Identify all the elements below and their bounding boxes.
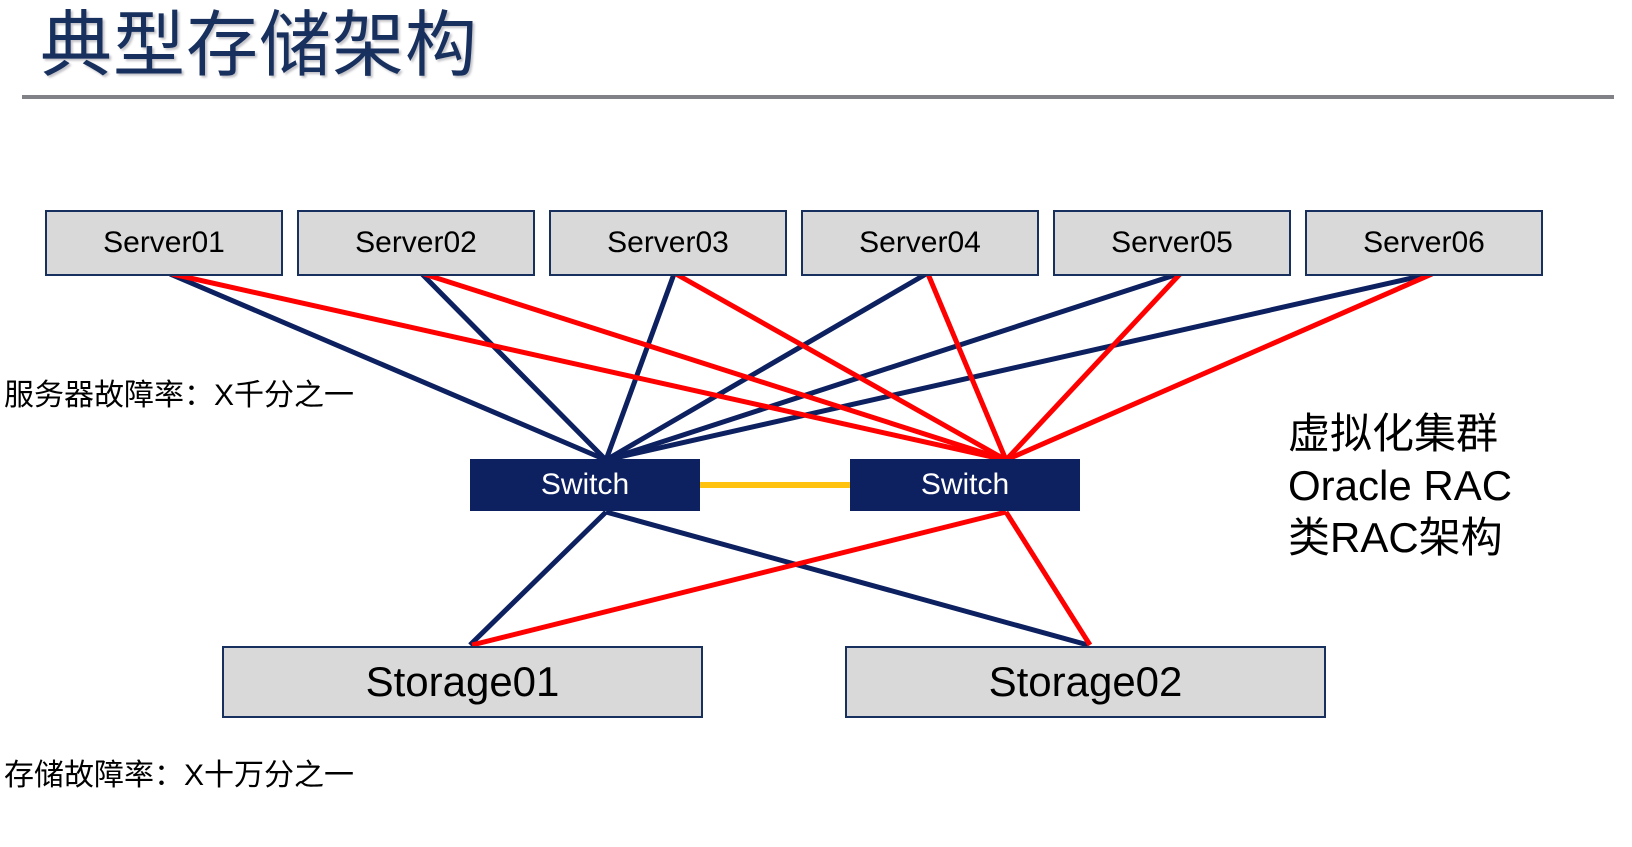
server-node-label: Server05 xyxy=(1111,226,1233,259)
link-switch-storage-2 xyxy=(605,509,1089,648)
server-node-label: Server01 xyxy=(103,226,225,259)
server-node-3[interactable]: Server03 xyxy=(549,210,787,276)
server-node-label: Server02 xyxy=(355,226,477,259)
storage-node-2[interactable]: Storage02 xyxy=(845,646,1326,718)
links-server-to-right-switch xyxy=(171,271,1434,463)
page-title: 典型存储架构 xyxy=(40,6,479,86)
switch-node-2[interactable]: Switch xyxy=(850,459,1080,511)
server-node-5[interactable]: Server05 xyxy=(1053,210,1291,276)
storage-node-label: Storage01 xyxy=(365,658,560,705)
server-node-4[interactable]: Server04 xyxy=(801,210,1039,276)
storage-node-1[interactable]: Storage01 xyxy=(222,646,703,718)
cluster-note: 虚拟化集群 Oracle RAC 类RAC架构 xyxy=(1288,408,1512,564)
cluster-note-line-2: Oracle RAC xyxy=(1288,462,1513,509)
link-server-right-switch-2 xyxy=(423,271,1007,463)
links-server-to-left-switch xyxy=(169,271,1431,463)
server-node-6[interactable]: Server06 xyxy=(1305,210,1543,276)
links-switch-to-storage xyxy=(468,509,1093,648)
link-server-left-switch-5 xyxy=(605,271,1179,463)
link-server-left-switch-6 xyxy=(605,271,1431,463)
title-divider xyxy=(22,95,1614,99)
link-server-left-switch-3 xyxy=(603,273,677,461)
link-server-left-switch-2 xyxy=(420,272,608,462)
server-node-label: Server04 xyxy=(859,226,981,259)
server-node-label: Server06 xyxy=(1363,226,1485,259)
link-server-right-switch-1 xyxy=(171,271,1007,463)
server-failure-rate-note: 服务器故障率：X千分之一 xyxy=(4,379,355,412)
link-server-right-switch-6 xyxy=(1004,271,1434,463)
link-server-left-switch-1 xyxy=(169,271,607,463)
link-server-right-switch-4 xyxy=(925,273,1009,461)
cluster-note-line-1: 虚拟化集群 xyxy=(1288,410,1499,457)
link-switch-storage-4 xyxy=(1003,510,1093,647)
link-server-left-switch-4 xyxy=(604,271,928,463)
link-switch-storage-1 xyxy=(468,510,608,647)
storage-failure-rate-note: 存储故障率：X十万分之一 xyxy=(4,759,355,792)
switch-node-label: Switch xyxy=(920,468,1010,501)
server-node-2[interactable]: Server02 xyxy=(297,210,535,276)
switch-node-label: Switch xyxy=(540,468,630,501)
server-node-label: Server03 xyxy=(607,226,729,259)
cluster-note-line-3: 类RAC架构 xyxy=(1288,514,1503,561)
switch-node-1[interactable]: Switch xyxy=(470,459,700,511)
link-server-right-switch-5 xyxy=(1004,272,1182,462)
link-server-right-switch-3 xyxy=(674,271,1008,463)
server-node-1[interactable]: Server01 xyxy=(45,210,283,276)
link-switch-storage-3 xyxy=(471,509,1007,648)
storage-node-label: Storage02 xyxy=(988,658,1183,705)
